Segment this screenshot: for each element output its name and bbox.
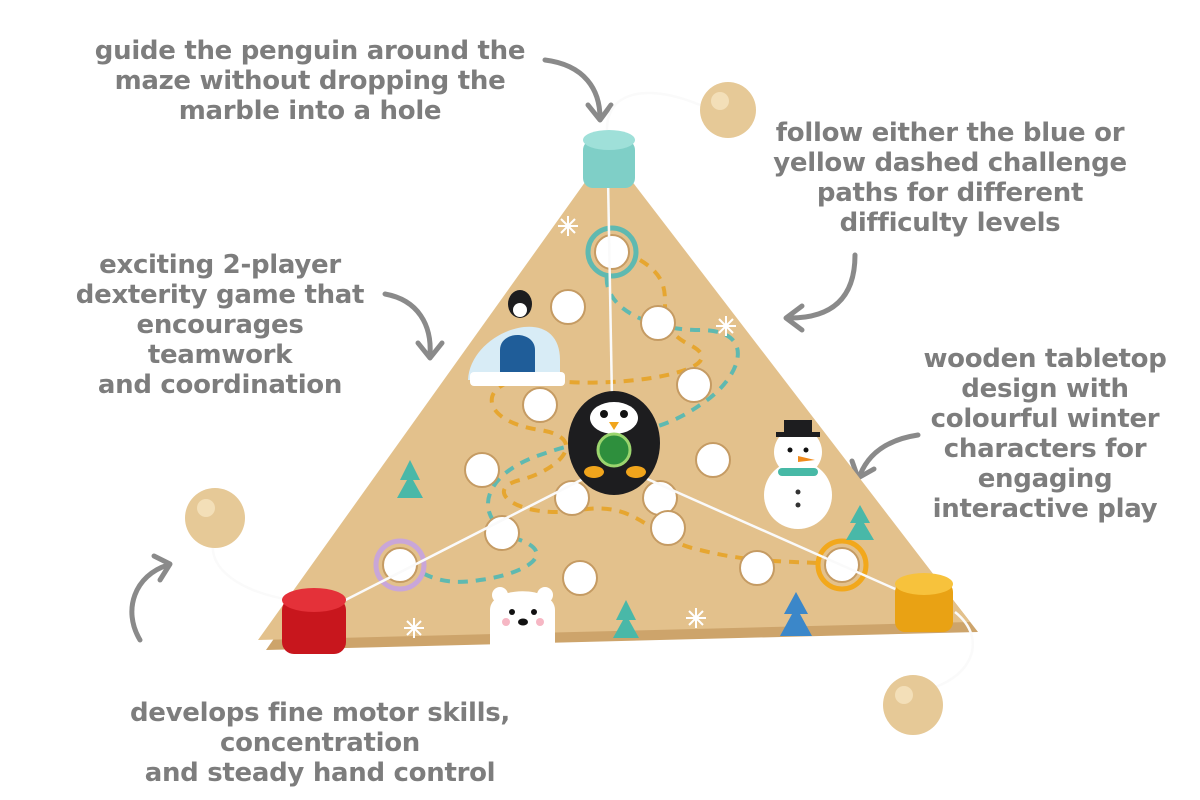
start-ring-pink [373,538,427,592]
bead-highlight [711,92,729,110]
wooden-bead-left [185,488,245,548]
red-peg [282,598,346,654]
arrow-top-left-head-icon [585,102,614,123]
polar-bear-illustration [490,587,555,655]
hole [640,305,676,341]
hole [554,480,590,516]
yellow-peg [895,582,953,632]
yellow-challenge-path [489,258,843,567]
snowflake-icon [558,216,578,236]
penguin-marble-holder [568,391,660,495]
arrow-mid-left-head-icon [415,340,445,361]
peg-top [282,588,346,612]
caption-guide-penguin: guide the penguin around the maze withou… [94,36,526,126]
hole [642,480,678,516]
hole [550,289,586,325]
snowflake-icon [716,316,736,336]
hole [650,510,686,546]
bead-highlight [197,499,215,517]
blue-challenge-path [408,259,740,584]
start-ring-blue [585,225,639,279]
arrow-bottom-left-head-icon [151,553,173,583]
tree-icon [613,600,639,638]
hole [739,550,775,586]
teal-peg [583,140,635,188]
caption-motor-skills: develops fine motor skills, concentratio… [129,698,511,788]
hole [522,387,558,423]
start-ring-yellow [815,538,869,592]
tree-icon [780,592,812,636]
igloo-illustration [468,290,565,386]
hole [594,234,630,270]
hole [562,560,598,596]
peg-top [895,573,953,595]
caption-challenge-paths: follow either the blue or yellow dashed … [773,118,1127,238]
snowflake-icon [404,618,424,638]
snowflake-icon [686,608,706,628]
arrow-top-left-icon [542,57,603,121]
string-top [606,177,614,401]
string-left [317,476,586,616]
wooden-bead-top [700,82,756,138]
caption-two-player: exciting 2-player dexterity game that en… [75,250,365,400]
hole [676,367,712,403]
arrow-mid-left-icon [382,291,433,358]
hole [382,547,418,583]
caption-wooden-design: wooden tabletop design with colourful wi… [923,344,1167,524]
string-right [644,476,921,602]
string-top-bead [605,91,701,141]
arrow-bottom-left-icon [129,562,171,643]
arrow-top-right-head-icon [783,303,805,333]
arrow-top-right-icon [787,252,858,321]
string-right-bead [924,611,975,692]
tree-icon [397,460,423,498]
peg-top [583,130,635,150]
bead-highlight [895,686,913,704]
snowman-illustration [764,420,832,529]
tree-icon [846,505,874,540]
hole [695,442,731,478]
arrow-mid-right-icon [857,432,921,478]
hole [464,452,500,488]
wooden-bead-right [883,675,943,735]
